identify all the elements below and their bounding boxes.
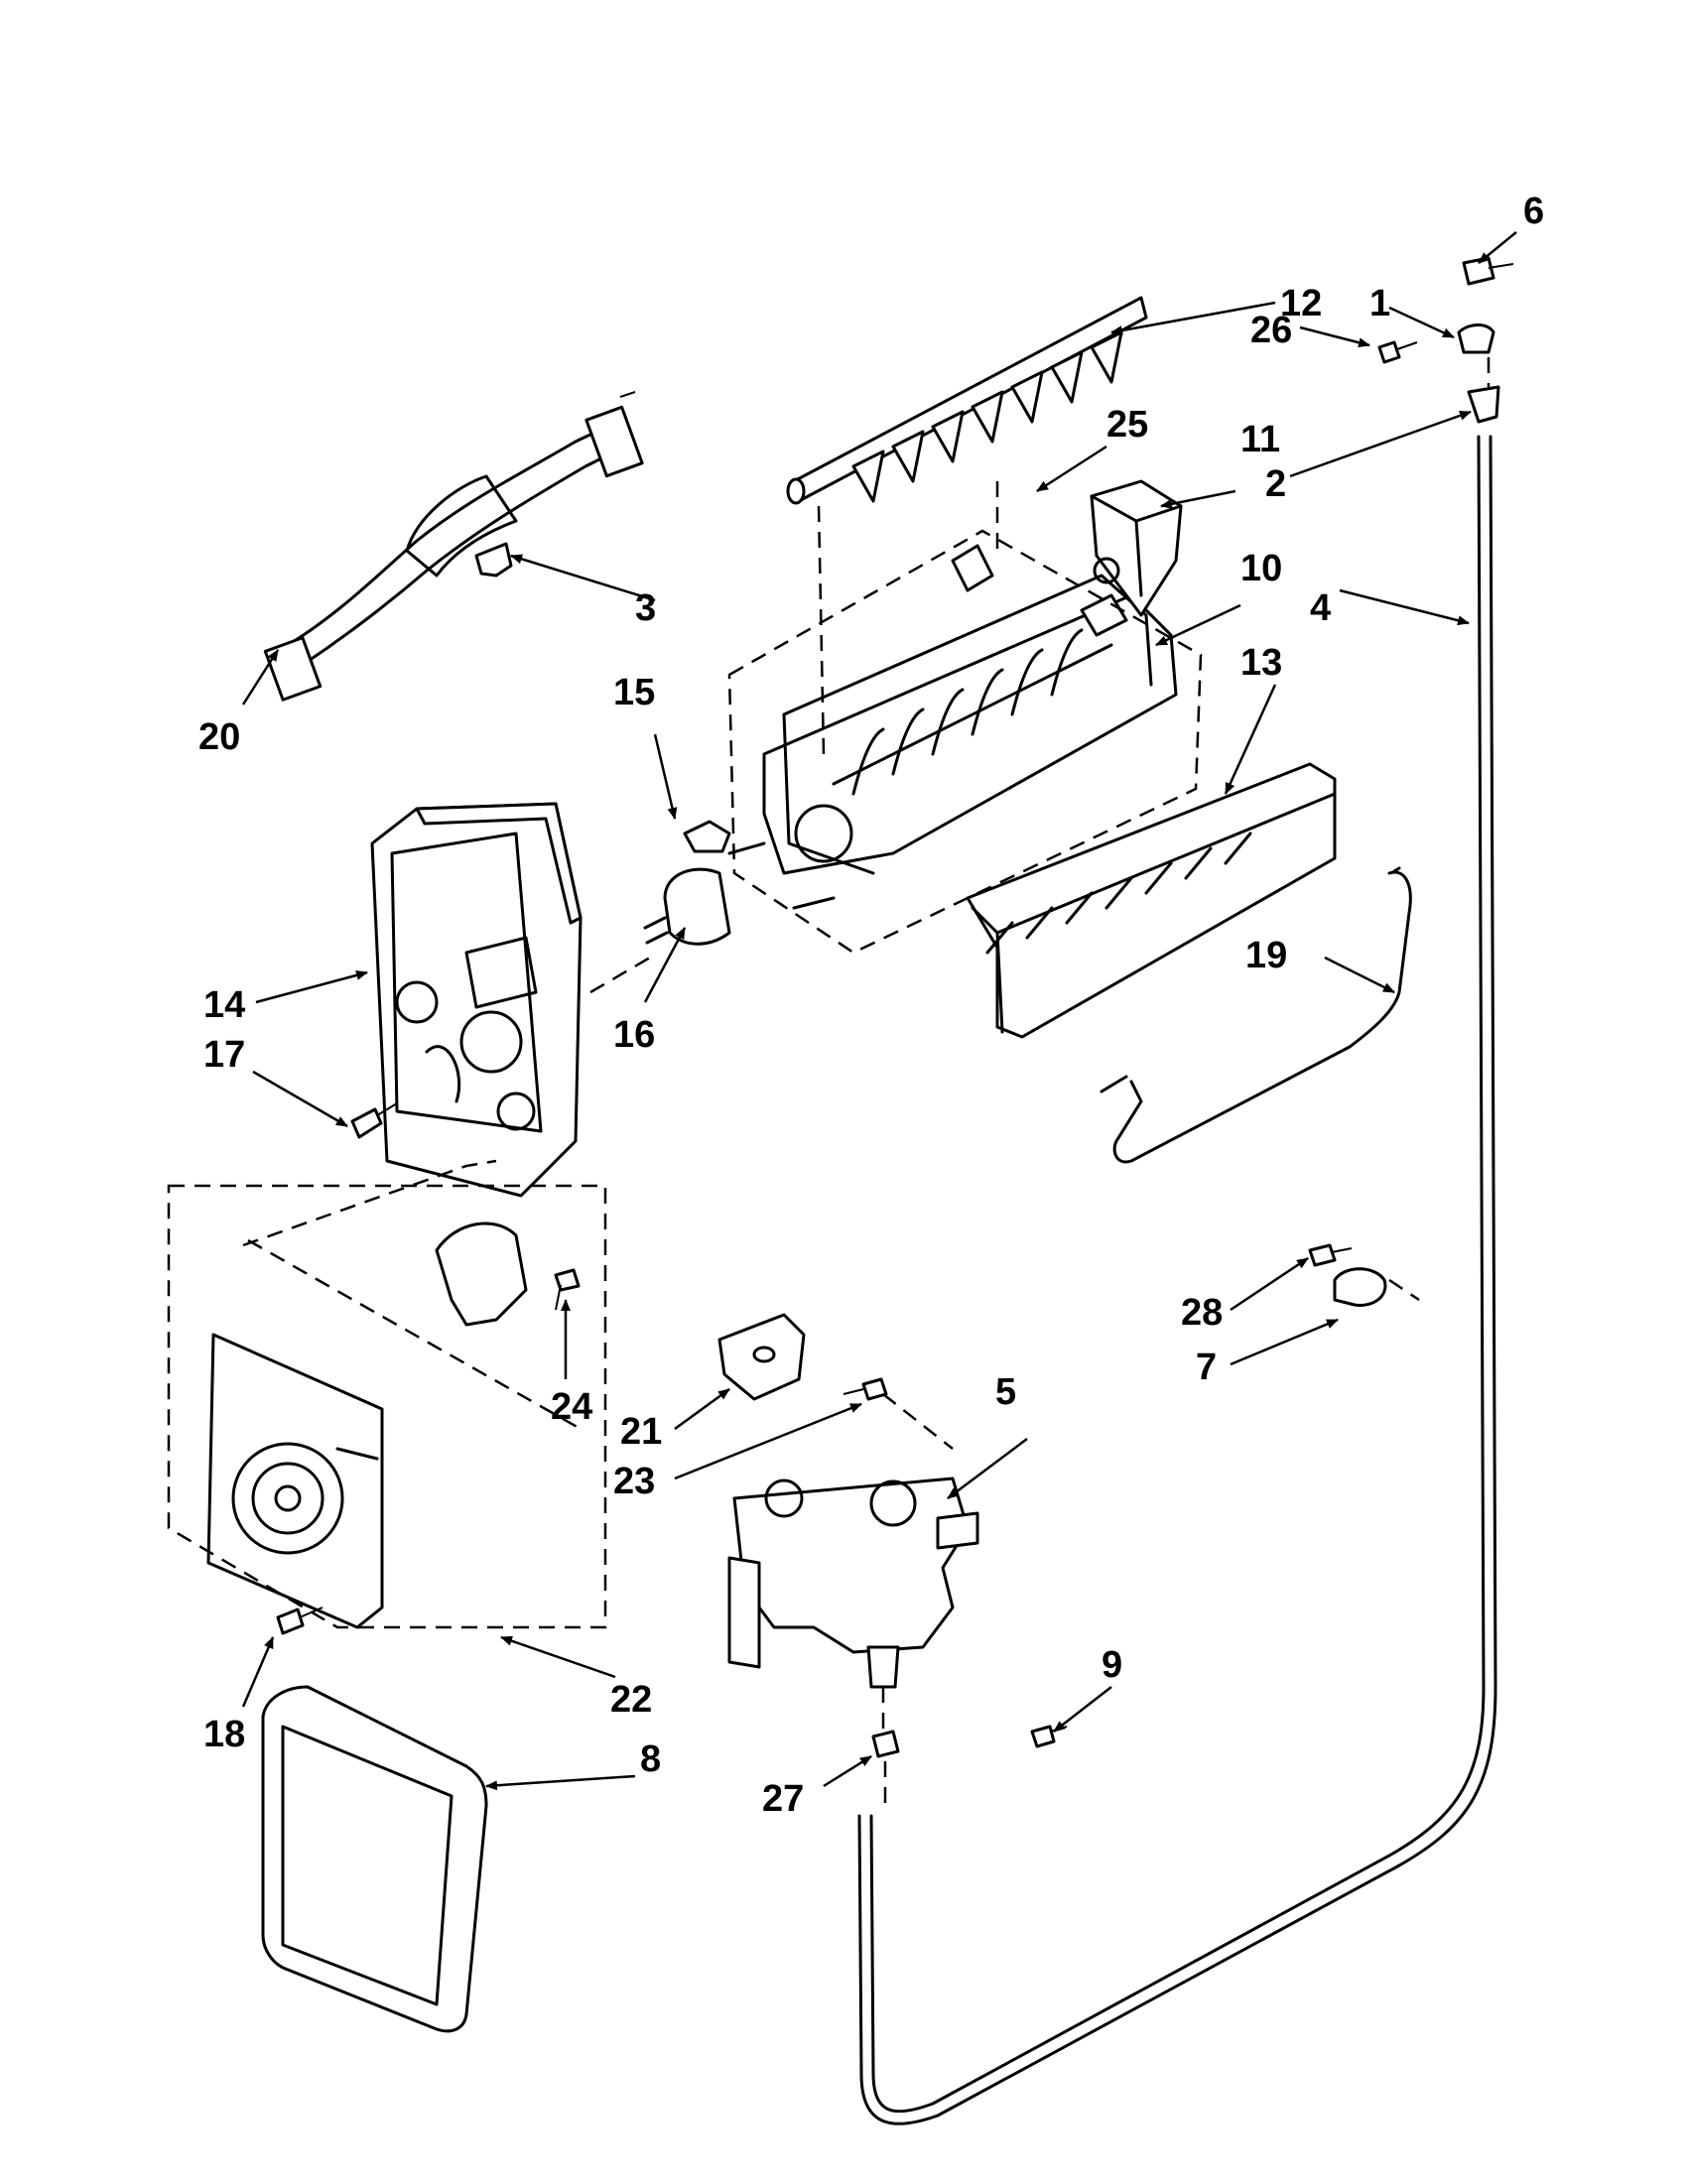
assembly-guides: [167, 357, 1491, 1806]
part-fill-cup: [1090, 479, 1183, 617]
callout-12: 12: [1280, 283, 1322, 324]
callout-3: 3: [635, 587, 656, 629]
part-harness-clip: [474, 542, 513, 578]
callout-13: 13: [1240, 642, 1282, 684]
callout-24: 24: [551, 1386, 592, 1428]
part-tube-clip: [1457, 323, 1495, 354]
part-nut: [871, 1730, 900, 1758]
callout-labels: 6 1 26 2 12 25 11 4 10 13 3 20 15 16 14 …: [198, 191, 1544, 1820]
callout-18: 18: [203, 1714, 245, 1755]
callout-27: 27: [762, 1778, 804, 1820]
callout-5: 5: [995, 1371, 1016, 1413]
callout-20: 20: [198, 716, 240, 758]
callout-2: 2: [1265, 463, 1286, 505]
callout-7: 7: [1196, 1347, 1217, 1388]
callout-22: 22: [610, 1679, 652, 1721]
part-screw-18: [276, 1606, 324, 1635]
part-thermostat: [643, 867, 731, 946]
callout-15: 15: [613, 672, 655, 713]
part-mold-housing: [370, 802, 583, 1198]
callout-6: 6: [1523, 191, 1544, 232]
part-screw-23: [843, 1377, 888, 1401]
part-valve-bracket: [717, 1313, 806, 1401]
callout-26: 26: [1250, 310, 1292, 351]
part-shutoff-arm: [1100, 866, 1412, 1164]
callout-21: 21: [620, 1411, 662, 1453]
part-water-valve: [727, 1477, 979, 1689]
part-ejector: [786, 296, 1148, 505]
part-drive-motor-assembly: [206, 1221, 528, 1629]
callout-23: 23: [613, 1461, 655, 1502]
part-tube-clamp: [1333, 1267, 1387, 1307]
callout-4: 4: [1310, 587, 1331, 629]
part-screw-17: [350, 1102, 398, 1139]
part-stripper: [966, 762, 1337, 1039]
callout-19: 19: [1245, 935, 1287, 976]
callout-11: 11: [1240, 419, 1280, 460]
callout-25: 25: [1106, 404, 1148, 446]
callout-1: 1: [1369, 283, 1390, 324]
callout-14: 14: [203, 984, 245, 1026]
part-screw-26: [1377, 340, 1418, 364]
part-screw-9: [1030, 1725, 1068, 1748]
part-front-cover: [261, 1685, 488, 2033]
callout-8: 8: [640, 1738, 661, 1780]
callout-28: 28: [1181, 1292, 1223, 1334]
part-screw-24: [554, 1268, 581, 1311]
part-grommet: [1467, 385, 1500, 424]
part-screw-6: [1462, 256, 1514, 286]
part-fill-tube: [857, 435, 1497, 2125]
callout-10: 10: [1240, 548, 1282, 589]
callout-17: 17: [203, 1034, 245, 1076]
leader-arrows: [241, 231, 1517, 1791]
callout-9: 9: [1102, 1644, 1122, 1686]
part-screw-28: [1308, 1243, 1353, 1267]
part-wire-harness: [263, 391, 644, 702]
part-thermostat-clip: [683, 820, 731, 853]
callout-16: 16: [613, 1014, 655, 1056]
